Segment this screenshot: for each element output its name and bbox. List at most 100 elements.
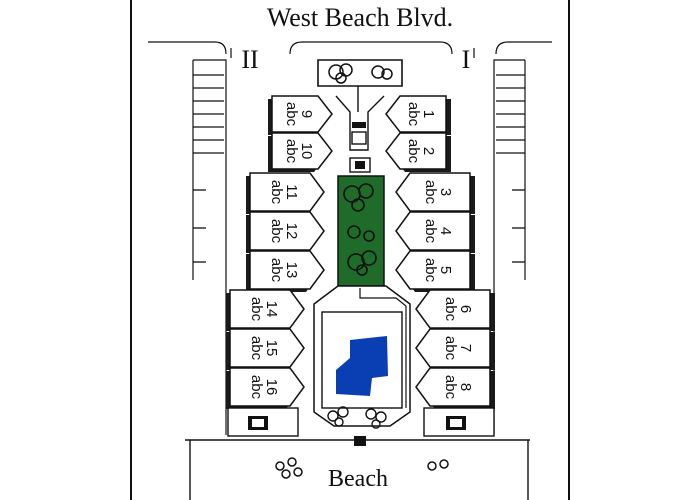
unit-letters: abc (283, 102, 300, 127)
unit-outline (229, 367, 305, 407)
unit-number: 9 (298, 110, 315, 118)
central-spine (335, 95, 385, 173)
unit-letters: abc (283, 139, 300, 164)
unit-letters: abc (422, 180, 439, 205)
building-i-label: I (462, 45, 471, 74)
unit-letters: abc (268, 219, 285, 244)
unit-outline (271, 95, 333, 133)
unit-outline (385, 95, 447, 133)
unit-number: 11 (283, 184, 300, 200)
parking-left (192, 59, 227, 435)
unit-outline (249, 211, 325, 251)
unit-outline (395, 250, 471, 290)
unit-number: 16 (263, 379, 280, 396)
unit-letters: abc (248, 297, 265, 322)
beach-walkway (354, 436, 366, 446)
unit-letters: abc (405, 139, 422, 164)
entrance-tree-icon (371, 65, 393, 80)
unit-letters: abc (248, 336, 265, 361)
unit-number: 7 (457, 344, 474, 352)
unit-outline (395, 172, 471, 212)
unit-number: 3 (437, 188, 454, 196)
beach-label: Beach (328, 466, 388, 492)
unit-letters: abc (442, 375, 459, 400)
unit-outline (415, 367, 491, 407)
unit-letters: abc (442, 336, 459, 361)
beach-tree-icon (275, 457, 303, 479)
unit-outline (249, 250, 325, 290)
unit-letters: abc (442, 297, 459, 322)
lawn-tree-icon (343, 183, 377, 276)
bottom-left-structure (227, 407, 299, 437)
unit-number: 5 (437, 266, 454, 274)
unit-letters: abc (422, 258, 439, 283)
unit-number: 4 (437, 227, 454, 235)
unit-number: 2 (420, 147, 437, 155)
bottom-right-structure (423, 407, 495, 437)
pool (336, 336, 388, 396)
parking-right (493, 59, 526, 435)
unit-outline (415, 289, 491, 329)
beach-edge (185, 439, 530, 500)
pool-tree-icon (327, 406, 349, 427)
unit-number: 15 (263, 340, 280, 357)
building-ii-label: II (241, 45, 258, 74)
pool-tree-icon (365, 408, 387, 429)
unit-outline (229, 289, 305, 329)
unit-outline (271, 132, 333, 170)
unit-number: 1 (420, 110, 437, 118)
beach-tree-icon (427, 459, 449, 471)
unit-letters: abc (268, 258, 285, 283)
street-label: West Beach Blvd. (267, 3, 453, 32)
unit-letters: abc (422, 219, 439, 244)
unit-letters: abc (405, 102, 422, 127)
unit-number: 10 (298, 143, 315, 160)
unit-number: 6 (457, 305, 474, 313)
unit-number: 14 (263, 301, 280, 318)
unit-outline (385, 132, 447, 170)
unit-outline (395, 211, 471, 251)
unit-number: 12 (283, 223, 300, 240)
unit-outline (249, 172, 325, 212)
unit-number: 8 (457, 383, 474, 391)
entrance-tree-icon (328, 63, 353, 84)
unit-letters: abc (268, 180, 285, 205)
unit-outline (415, 328, 491, 368)
unit-number: 13 (283, 262, 300, 279)
unit-letters: abc (248, 375, 265, 400)
